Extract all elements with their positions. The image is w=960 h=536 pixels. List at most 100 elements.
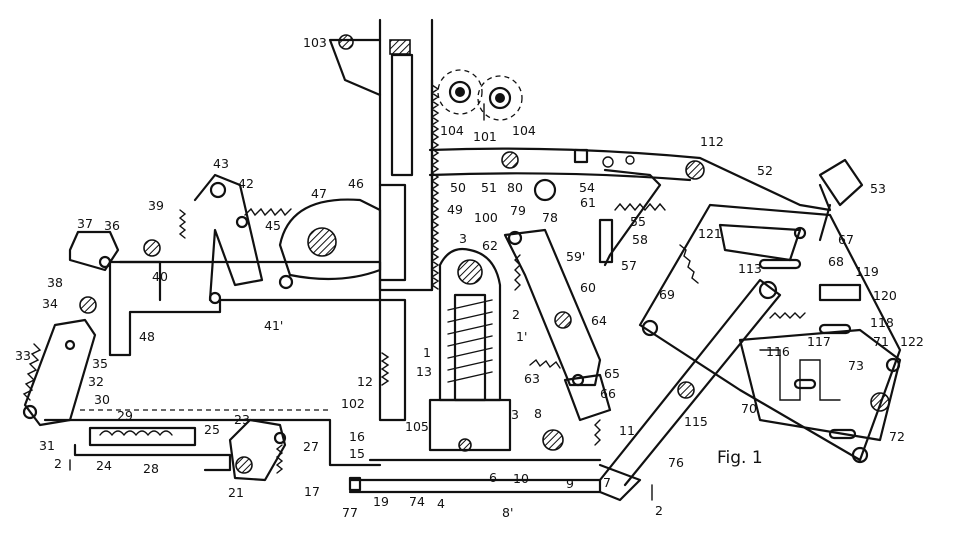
- label-120: 120: [873, 288, 897, 303]
- label-6: 6: [489, 470, 497, 485]
- label-8p: 8': [502, 505, 513, 520]
- label-122: 122: [900, 334, 924, 349]
- label-4: 4: [437, 496, 445, 511]
- label-34: 34: [42, 296, 58, 311]
- label-51: 51: [481, 180, 497, 195]
- label-37: 37: [77, 216, 93, 231]
- figure-label: Fig. 1: [717, 448, 763, 468]
- label-45: 45: [265, 218, 281, 233]
- lever-32: [22, 296, 97, 427]
- label-72: 72: [889, 429, 905, 444]
- label-105: 105: [405, 419, 429, 434]
- label-10: 10: [513, 471, 529, 486]
- latch-37: [68, 209, 187, 272]
- label-104b: 104: [512, 123, 536, 138]
- label-21: 21: [228, 485, 244, 500]
- reference-labels: 103 104 101 104 112 52 53 43 42 45 47 46…: [15, 35, 924, 520]
- label-118: 118: [870, 315, 894, 330]
- section-markers: [69, 459, 653, 501]
- label-100: 100: [474, 210, 498, 225]
- label-1p: 1': [516, 329, 527, 344]
- label-36: 36: [104, 218, 120, 233]
- label-113: 113: [738, 261, 762, 276]
- label-71: 71: [873, 334, 889, 349]
- label-66: 66: [600, 386, 616, 401]
- label-57: 57: [621, 258, 637, 273]
- label-17p: 17: [304, 484, 320, 499]
- label-117: 117: [807, 334, 831, 349]
- plate-73: [738, 312, 902, 464]
- label-23: 23: [234, 412, 250, 427]
- base-plate: [348, 458, 642, 502]
- label-28: 28: [143, 461, 159, 476]
- label-74: 74: [409, 494, 425, 509]
- rack-29: [43, 409, 382, 472]
- label-104a: 104: [440, 123, 464, 138]
- label-49: 49: [447, 202, 463, 217]
- label-13: 13: [416, 364, 432, 379]
- label-2-mid: 2: [512, 307, 520, 322]
- label-61: 61: [580, 195, 596, 210]
- label-42: 42: [238, 176, 254, 191]
- lever-52: [428, 147, 832, 212]
- label-64: 64: [591, 313, 607, 328]
- knob-53: [818, 158, 864, 242]
- label-112: 112: [700, 134, 724, 149]
- label-11: 11: [619, 423, 635, 438]
- label-3-low: 3: [511, 407, 519, 422]
- rack-49: [430, 78, 440, 292]
- label-68: 68: [828, 254, 844, 269]
- label-40: 40: [152, 269, 168, 284]
- bar-41: [108, 260, 382, 357]
- label-47: 47: [311, 186, 327, 201]
- label-3-top: 3: [459, 231, 467, 246]
- label-2-left: 2: [54, 456, 62, 471]
- bell-crank-43: [193, 173, 292, 305]
- label-69: 69: [659, 287, 675, 302]
- label-63: 63: [524, 371, 540, 386]
- label-8: 8: [534, 406, 542, 421]
- label-103: 103: [303, 35, 327, 50]
- pinions-104: [437, 69, 523, 121]
- label-77: 77: [342, 505, 358, 520]
- label-43: 43: [213, 156, 229, 171]
- label-65: 65: [604, 366, 620, 381]
- label-7: 7: [603, 475, 611, 490]
- lever-66: [542, 373, 612, 451]
- label-78: 78: [542, 210, 558, 225]
- label-2-right: 2: [655, 503, 663, 518]
- label-80: 80: [507, 180, 523, 195]
- label-54: 54: [579, 180, 595, 195]
- label-30: 30: [94, 392, 110, 407]
- label-15: 15: [349, 446, 365, 461]
- label-79: 79: [510, 203, 526, 218]
- label-101: 101: [473, 129, 497, 144]
- label-50: 50: [450, 180, 466, 195]
- label-73: 73: [848, 358, 864, 373]
- label-119: 119: [855, 264, 879, 279]
- label-46: 46: [348, 176, 364, 191]
- label-1: 1: [423, 345, 431, 360]
- label-52: 52: [757, 163, 773, 178]
- lever-23: [228, 418, 287, 482]
- spring-stack: [378, 247, 512, 452]
- label-32: 32: [88, 374, 104, 389]
- lever-54: [533, 168, 666, 267]
- label-9: 9: [566, 476, 574, 491]
- label-19: 19: [373, 494, 389, 509]
- label-27: 27: [303, 439, 319, 454]
- label-60: 60: [580, 280, 596, 295]
- label-29: 29: [117, 408, 133, 423]
- arm-76: [598, 278, 782, 487]
- label-102: 102: [341, 396, 365, 411]
- cam-47: [278, 198, 382, 290]
- label-48: 48: [139, 329, 155, 344]
- label-70: 70: [741, 401, 757, 416]
- label-67: 67: [838, 232, 854, 247]
- label-121: 121: [698, 226, 722, 241]
- label-58: 58: [632, 232, 648, 247]
- label-12: 12: [357, 374, 373, 389]
- label-115: 115: [684, 414, 708, 429]
